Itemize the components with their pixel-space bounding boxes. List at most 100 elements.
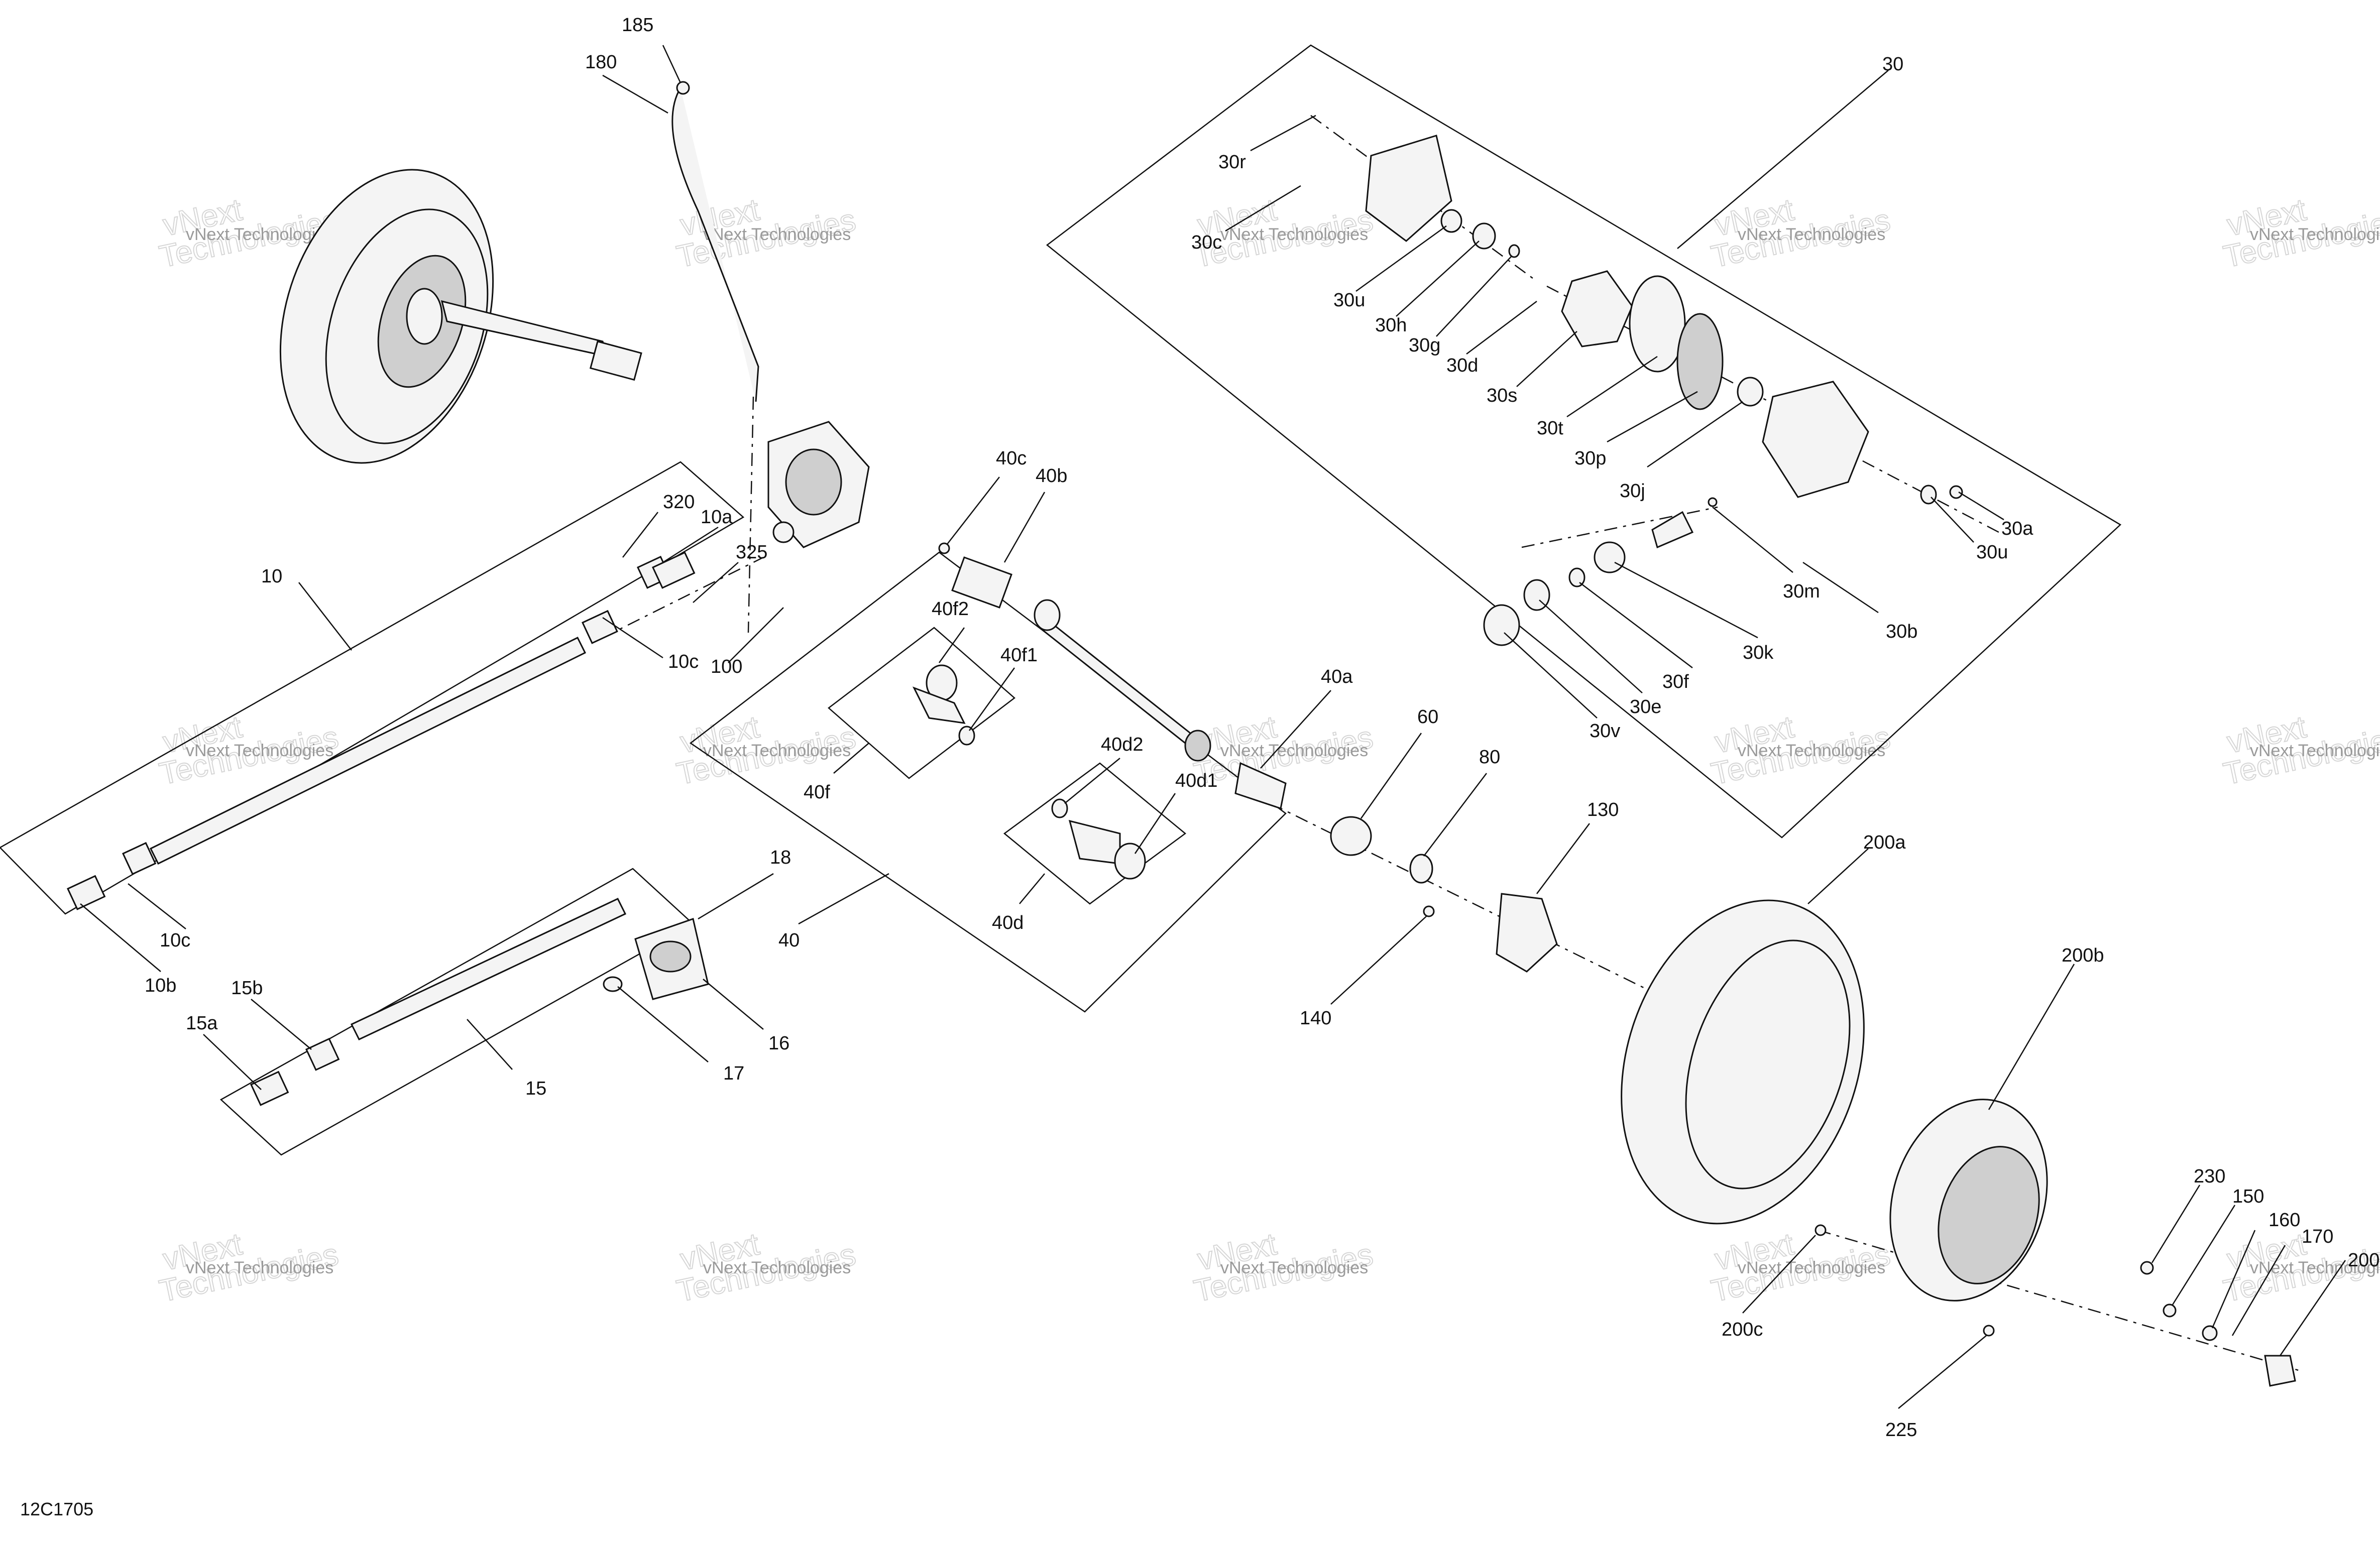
watermark-layer: vNext Technologies vNext Technologies vN…: [156, 192, 2380, 1309]
callout-200c: 200c: [1722, 1319, 1763, 1340]
diff-cover-30: [1365, 135, 1452, 242]
watermark-text: vNext Technologies: [1220, 225, 1368, 244]
circlip-80: [1409, 854, 1433, 884]
callout-320: 320: [663, 492, 695, 513]
yoke-top: [582, 610, 618, 644]
callout-40f1: 40f1: [1000, 645, 1038, 666]
group-outline-30-differential: [1046, 44, 2122, 839]
bearing-center: [649, 940, 692, 973]
callout-200: 200: [2348, 1250, 2379, 1271]
brake-line-180: [671, 87, 759, 402]
bearing-60: [1330, 816, 1372, 856]
group-outline-40d-boot-kit: [1003, 762, 1187, 905]
callout-40f2: 40f2: [932, 599, 969, 620]
callout-30: 30: [1882, 54, 1903, 75]
group-outline-40-axle: [689, 551, 1287, 1013]
fitting-185: [676, 81, 690, 95]
callout-30u: 30u: [1333, 290, 1365, 311]
axle-40: [912, 542, 1287, 880]
watermark-text: vNext Technologies: [703, 741, 851, 760]
valve-200c: [1815, 1224, 1827, 1236]
driveshaft-10: [67, 551, 696, 910]
callout-15: 15: [525, 1078, 546, 1099]
bearing-30e: [1523, 579, 1550, 611]
diff-cover: [785, 448, 842, 516]
bearing-30j: [1737, 377, 1764, 407]
group-outline-40f-boot-kit: [828, 627, 1015, 779]
callout-40d1: 40d1: [1175, 770, 1218, 791]
o-ring-30t: [1629, 275, 1686, 373]
drawing-code: 12C1705: [20, 1499, 93, 1519]
callout-100: 100: [711, 656, 742, 677]
callout-10c-top: 10c: [668, 651, 699, 672]
callout-40b: 40b: [1036, 465, 1067, 487]
axle-shaft-40: [1039, 616, 1191, 745]
hub-assembly: [1330, 816, 1558, 973]
callout-180: 180: [585, 52, 617, 73]
u-joint-10c: [122, 842, 157, 875]
watermark: vNext Technologies: [1190, 192, 1376, 275]
seal-30v: [1483, 604, 1520, 646]
callout-18: 18: [770, 847, 791, 868]
diff-case-30s: [1561, 270, 1633, 347]
joint-40a: [1234, 762, 1287, 809]
watermark: vNext Technologies: [1708, 192, 1893, 275]
hub-center: [406, 288, 443, 345]
callout-150: 150: [2232, 1186, 2264, 1207]
callout-30d: 30d: [1446, 355, 1478, 376]
u-joint-15b: [305, 1037, 340, 1071]
cap-170: [2264, 1355, 2296, 1387]
clamp-40f1: [958, 726, 975, 746]
ring-17: [603, 976, 623, 992]
watermark-text: vNext Technologies: [703, 1258, 851, 1277]
boot-40d: [1068, 819, 1121, 865]
clamp-40d2: [1051, 798, 1068, 818]
watermark-text: vNext Technologies: [1220, 741, 1368, 760]
watermark: vNext Technologies: [2220, 192, 2380, 275]
callout-30u-right: 30u: [1976, 542, 2008, 563]
callout-225: 225: [1885, 1419, 1917, 1441]
clamp-40d1: [1114, 843, 1146, 880]
leader-lines: [80, 45, 2346, 1409]
callout-60: 60: [1417, 706, 1438, 728]
hub-130: [1496, 893, 1558, 973]
front-differential: [767, 421, 870, 548]
callout-30b: 30b: [1886, 621, 1917, 642]
callout-40f: 40f: [804, 782, 830, 803]
callout-40d: 40d: [992, 912, 1024, 933]
watermark-text: vNext Technologies: [1738, 225, 1885, 244]
callout-30p: 30p: [1574, 448, 1606, 469]
seal-30u-top: [1440, 209, 1462, 233]
watermark-text: vNext Technologies: [1738, 1258, 1885, 1277]
shaft-15-tube: [350, 898, 627, 1040]
callout-30t: 30t: [1537, 418, 1563, 439]
callout-160: 160: [2269, 1210, 2300, 1231]
watermark-text: vNext Technologies: [186, 225, 333, 244]
tripod: [1184, 730, 1211, 762]
callout-30k: 30k: [1743, 642, 1774, 663]
callout-10c-bottom: 10c: [160, 930, 190, 951]
callout-130: 130: [1587, 799, 1619, 820]
diff-output: [772, 521, 795, 543]
callout-40: 40: [778, 930, 800, 951]
yoke-15a: [250, 1071, 289, 1106]
shaft-tube: [149, 636, 587, 865]
callout-80: 80: [1479, 747, 1500, 768]
bearing-30h: [1472, 222, 1496, 250]
callout-30c: 30c: [1191, 232, 1222, 253]
diff-housing-30: [1762, 381, 1869, 498]
callout-30j: 30j: [1620, 481, 1645, 502]
pinion: [1651, 511, 1694, 549]
callout-30e: 30e: [1630, 696, 1661, 718]
watermark-text: vNext Technologies: [1738, 741, 1885, 760]
watermark-text: vNext Technologies: [2250, 225, 2380, 244]
watermark-text: vNext Technologies: [703, 225, 851, 244]
joint-40b: [951, 556, 1012, 609]
rear-differential-30: [1365, 135, 1963, 646]
yoke-10b: [67, 875, 106, 910]
callout-16: 16: [768, 1033, 789, 1054]
watermark-text: vNext Technologies: [1220, 1258, 1368, 1277]
driveshaft-15: [250, 898, 709, 1106]
rear-right-wheel: [1621, 899, 2296, 1387]
